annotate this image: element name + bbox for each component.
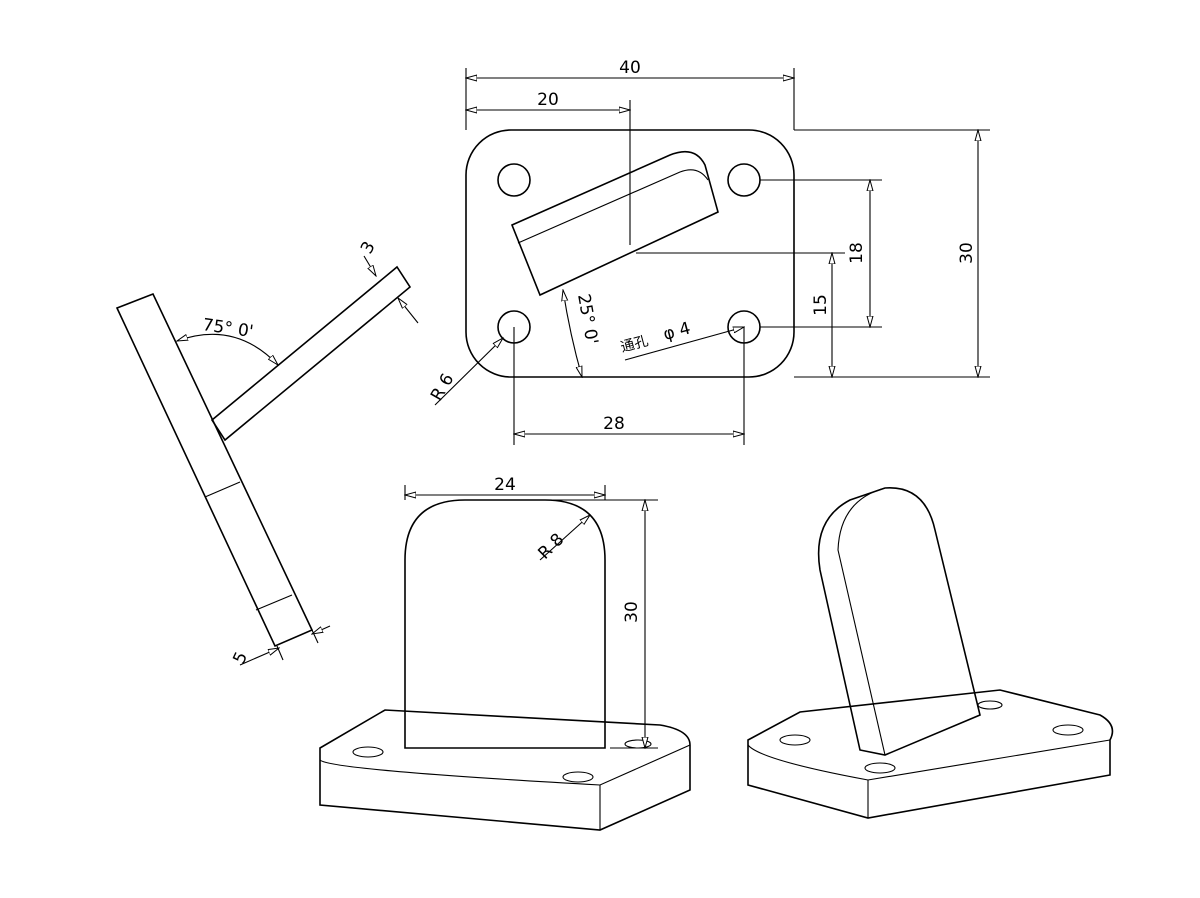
hole-note: 通孔 (619, 333, 650, 356)
inclined-plate-top (510, 150, 719, 297)
dim-40: 40 (619, 58, 641, 78)
iso-inclined-plate (817, 487, 981, 756)
dim-5: 5 (229, 649, 252, 667)
dim-28: 28 (603, 414, 625, 434)
dim-angle-25: 25° 0' (573, 292, 602, 346)
side-inclined-arm (210, 265, 412, 442)
hole-top-right (727, 163, 761, 197)
dim-3: 3 (357, 238, 380, 257)
dim-24: 24 (494, 475, 516, 495)
dim-r8: R 8 (534, 530, 568, 564)
top-view: 40 20 30 18 15 28 25° 0' 通孔 φ 4 R 6 (427, 58, 990, 445)
hole-diameter: φ 4 (661, 318, 693, 344)
dim-r6: R 6 (427, 370, 458, 404)
front-plate (404, 499, 606, 749)
isometric-view (747, 487, 1114, 819)
front-view: 24 R 8 30 (319, 475, 691, 831)
dim-30-front: 30 (622, 601, 642, 623)
dim-15: 15 (811, 294, 831, 316)
dim-20: 20 (537, 90, 559, 110)
side-view: 75° 0' 3 5 (115, 238, 419, 667)
iso-base-plate (747, 689, 1114, 819)
dim-30-top: 30 (957, 242, 977, 264)
front-base-plate (319, 709, 691, 831)
side-base-plate (115, 292, 314, 648)
dim-angle-75: 75° 0' (201, 315, 254, 342)
hole-top-left (497, 163, 531, 197)
dim-18: 18 (847, 242, 867, 264)
